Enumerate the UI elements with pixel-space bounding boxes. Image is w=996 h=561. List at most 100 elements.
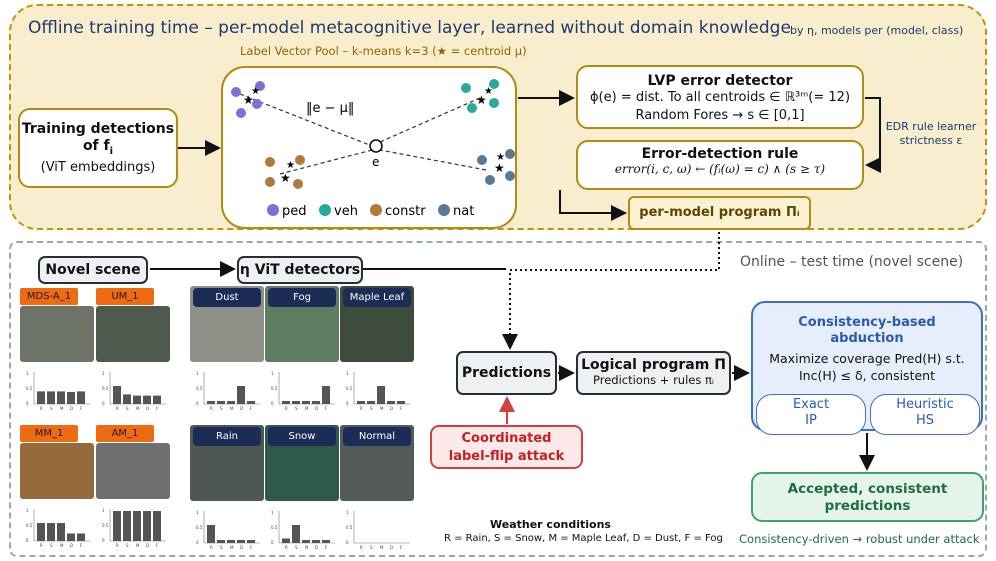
lvp-line1: ϕ(e) = dist. To all centroids ∈ ℝ³ᵐ(= 12… <box>589 90 851 105</box>
mini-chart-bar <box>302 401 310 404</box>
mini-chart-xtick: R <box>116 543 119 548</box>
scene-tag: MDS-A_1 <box>20 288 78 305</box>
mini-chart-xtick: M <box>305 406 309 411</box>
mini-chart-bar <box>237 540 245 543</box>
mini-chart-ytick: 0 <box>346 401 349 406</box>
mini-chart-xtick: R <box>285 545 288 550</box>
point-ped <box>252 99 262 109</box>
mini-chart-ytick: 1 <box>271 510 274 515</box>
centroid-star: ★ <box>496 152 505 163</box>
accepted-line2: predictions <box>824 498 911 514</box>
mini-chart-ytick: 0.5 <box>102 523 109 528</box>
dist-line-constr <box>279 149 373 175</box>
mini-chart-ytick: 0 <box>26 401 29 406</box>
mini-chart-ytick: 0 <box>102 538 105 543</box>
mini-chart-xtick: M <box>136 543 140 548</box>
centroid-star: ★ <box>243 93 254 107</box>
mini-chart-xtick: R <box>40 406 43 411</box>
mini-chart-xtick: F <box>250 406 253 411</box>
legend-swatch-constr <box>370 204 382 216</box>
mini-chart-ytick: 0.5 <box>271 386 278 391</box>
arrow-edr-to-program <box>559 190 627 221</box>
point-veh <box>489 79 499 89</box>
mini-chart-xtick: M <box>380 406 384 411</box>
training-detections-box: Training detections of fi (ViT embedding… <box>18 108 178 188</box>
error-detection-rule-box: Error-detection rule error(i, c, ω) ← (f… <box>576 140 864 190</box>
label-vector-pool-label: Label Vector Pool – k-means k=3 (★ = cen… <box>240 44 527 58</box>
mini-chart-xtick: R <box>285 406 288 411</box>
novel-scene-box: Novel scene <box>38 256 148 284</box>
mini-chart-xtick: S <box>370 406 373 411</box>
consistency-line1: Maximize coverage Pred(H) s.t. <box>769 351 965 366</box>
mini-chart-ytick: 0.5 <box>26 523 33 528</box>
lvp-title: LVP error detector <box>647 73 793 89</box>
mini-chart-ytick: 0 <box>26 538 29 543</box>
scene-photo <box>96 443 170 499</box>
point-ped <box>231 87 241 97</box>
training-subtitle: (ViT embeddings) <box>40 159 156 175</box>
vit-detectors-box: η ViT detectors <box>237 256 363 284</box>
mini-chart-bar <box>292 401 300 404</box>
mini-chart-xtick: R <box>360 545 363 550</box>
weather-tag: Dust <box>193 288 261 307</box>
mini-chart-ytick: 1 <box>102 508 105 513</box>
mini-chart-xtick: F <box>325 406 328 411</box>
mini-chart-bar <box>207 525 215 543</box>
mini-chart-bar <box>47 391 55 404</box>
mini-chart-bar <box>57 523 65 541</box>
heuristic-line1: Heuristic <box>896 397 954 412</box>
mini-chart-xtick: F <box>400 545 403 550</box>
learner-line2: strictness ε <box>899 134 963 147</box>
point-constr <box>295 155 305 165</box>
mini-chart-xtick: D <box>70 543 73 548</box>
accepted-predictions-box: Accepted, consistent predictions <box>751 472 984 522</box>
weather-conditions-legend: R = Rain, S = Snow, M = Maple Leaf, D = … <box>444 533 723 544</box>
mini-chart-xtick: D <box>240 545 243 550</box>
consistency-title-2: abduction <box>830 331 904 346</box>
mini-chart-xtick: R <box>360 406 363 411</box>
mini-chart-ytick: 0.5 <box>26 386 33 391</box>
mini-chart-bar <box>217 401 225 404</box>
logical-subtitle: Predictions + rules πᵢ <box>593 373 714 387</box>
mini-chart-ytick: 0.5 <box>346 525 353 530</box>
mini-chart-bar <box>282 401 290 404</box>
mini-chart-bar <box>113 511 121 541</box>
mini-chart-bar <box>367 401 375 404</box>
mini-chart-xtick: D <box>146 543 149 548</box>
training-title-line1: Training detections <box>21 121 175 137</box>
mini-chart-ytick: 0.5 <box>196 525 203 530</box>
point-constr <box>265 157 275 167</box>
point-nat <box>505 149 515 159</box>
point-nat <box>485 175 495 185</box>
attack-line1: Coordinated <box>461 431 552 446</box>
mini-chart-ytick: 0 <box>271 540 274 545</box>
mini-chart-xtick: M <box>380 545 384 550</box>
mini-chart-xtick: F <box>250 545 253 550</box>
edr-rule-learner-note: EDR rule learner strictness ε <box>872 120 990 148</box>
arrow-lvp-to-edr <box>865 97 881 173</box>
mini-chart-bar <box>292 525 300 543</box>
heuristic-line2: HS <box>915 413 935 428</box>
logical-program-box: Logical program Π Predictions + rules πᵢ <box>576 351 731 395</box>
mini-chart-xtick: R <box>116 406 119 411</box>
mini-chart-ytick: 0 <box>346 540 349 545</box>
mini-chart-xtick: D <box>390 406 393 411</box>
centroid-star: ★ <box>494 161 505 175</box>
weather-conditions-title: Weather conditions <box>490 518 611 531</box>
mini-chart-xtick: D <box>315 406 318 411</box>
scene-photo <box>20 443 94 499</box>
mini-chart-bar <box>67 533 75 541</box>
legend-label-veh: veh <box>334 204 358 219</box>
mini-chart-xtick: D <box>240 406 243 411</box>
mini-chart-bar <box>247 540 255 543</box>
online-title: Online – test time (novel scene) <box>740 254 964 270</box>
edr-title: Error-detection rule <box>641 146 799 162</box>
consistency-title-1: Consistency-based <box>798 315 936 330</box>
label-flip-attack-box: Coordinated label-flip attack <box>430 425 583 469</box>
scene-photo <box>96 306 170 362</box>
mini-chart-bar <box>217 540 225 543</box>
